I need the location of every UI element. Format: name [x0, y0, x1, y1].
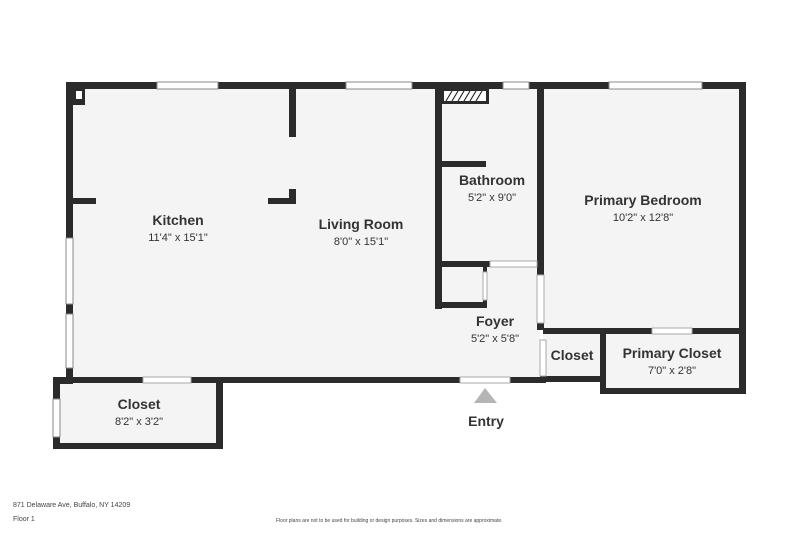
closet-lower-label: Closet: [117, 396, 161, 412]
floor-fills: [56, 87, 743, 446]
wall-lower-closet-top-left: [53, 377, 73, 384]
main-floor-area: [71, 87, 540, 379]
living-room-label: Living Room: [318, 216, 404, 232]
window-living-top: [345, 81, 413, 90]
wall-primary-closet-bottom: [600, 388, 746, 394]
door-bedroom: [536, 274, 545, 324]
door-entry: [459, 376, 511, 384]
kitchen-label: Kitchen: [152, 212, 204, 228]
primary-bedroom-dims: 10'2" x 12'8": [612, 212, 674, 224]
window-kitchen-left-2: [65, 313, 74, 369]
primary-closet-floor: [600, 330, 743, 391]
window-kitchen-top: [156, 81, 219, 90]
wall-kitchen-stub-top: [289, 89, 296, 137]
wall-bedroom-bottom-left: [543, 328, 603, 334]
wall-kitchen-stub-mid-v: [289, 189, 296, 204]
wall-left: [66, 82, 73, 384]
kitchen-dims: 11'4" x 15'1": [148, 232, 208, 244]
bathroom-label: Bathroom: [458, 172, 526, 188]
primary-closet-dims: 7'0" x 2'8": [647, 365, 697, 377]
door-small-closet: [539, 339, 547, 377]
entry-arrow-icon: [474, 388, 497, 403]
footer-disclaimer: Floor plans are not to be used for build…: [276, 518, 503, 524]
wall-bath-inner: [442, 161, 486, 167]
door-primary-closet: [651, 327, 693, 335]
door-bathroom: [489, 260, 538, 268]
closet-small-label: Closet: [550, 347, 594, 363]
window-bedroom-top: [608, 81, 703, 90]
footer-address: 871 Delaware Ave, Buffalo, NY 14209: [13, 502, 131, 509]
wall-bath-lower: [442, 302, 487, 308]
wall-bath-left: [435, 89, 442, 309]
wall-kitchen-left-stub: [73, 198, 96, 204]
wall-bath-bottom: [442, 261, 490, 267]
foyer-label: Foyer: [475, 313, 515, 329]
closet-lower-dims: 8'2" x 3'2": [114, 416, 164, 428]
wall-kitchen-stub-mid: [268, 198, 296, 204]
bathroom-dims: 5'2" x 9'0": [467, 192, 517, 204]
door-lower-closet: [142, 376, 192, 384]
primary-closet-label: Primary Closet: [622, 345, 722, 361]
lower-closet-floor: [56, 379, 220, 446]
wall-bath-right: [537, 89, 544, 330]
wall-bedroom-bottom-mid: [600, 328, 652, 334]
footer-floor: Floor 1: [13, 516, 35, 523]
wall-lower-closet-right: [216, 377, 223, 449]
window-closet-left: [52, 398, 61, 438]
window-bath-top: [502, 81, 530, 90]
wall-lower-closet-bottom: [53, 443, 223, 449]
fixture-inner: [444, 91, 486, 101]
window-kitchen-left-1: [65, 237, 74, 305]
wall-right: [739, 82, 746, 394]
small-closet-floor: [543, 330, 600, 378]
corner-post-inner: [76, 91, 82, 99]
doors: [142, 260, 693, 384]
primary-bedroom-label: Primary Bedroom: [584, 192, 702, 208]
living-room-dims: 8'0" x 15'1": [333, 236, 389, 248]
wall-bottom-main: [66, 377, 546, 383]
wall-primary-closet-left: [600, 330, 606, 394]
door-linen: [482, 271, 488, 301]
wall-small-closet-bottom: [540, 376, 606, 382]
entry-label: Entry: [468, 413, 504, 429]
wall-bedroom-bottom-right: [692, 328, 746, 334]
bedroom-floor: [543, 87, 743, 330]
foyer-dims: 5'2" x 5'8": [470, 333, 520, 345]
bath-fixture: [441, 89, 489, 104]
fixture-hatch: [445, 90, 483, 102]
windows: [52, 81, 703, 438]
